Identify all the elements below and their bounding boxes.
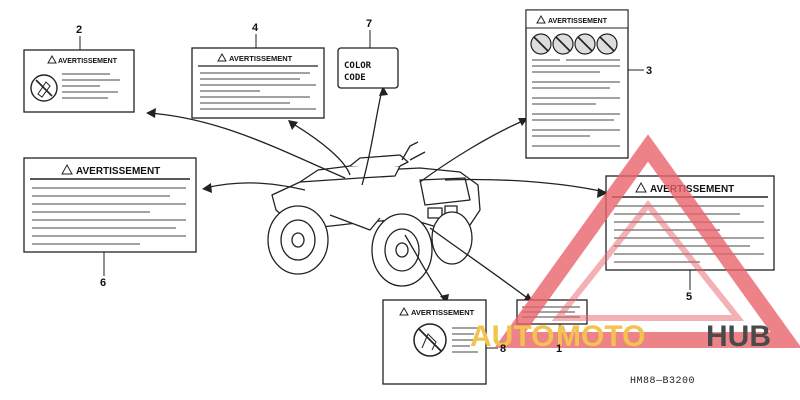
callout-5: 5 <box>686 291 692 303</box>
color-code-label-7[interactable]: COLOR CODE <box>337 47 399 89</box>
callout-3: 3 <box>646 65 652 77</box>
label-5-title: AVERTISSEMENT <box>650 184 734 195</box>
warning-label-4[interactable]: AVERTISSEMENT <box>191 47 325 119</box>
label-6-title: AVERTISSEMENT <box>76 166 160 177</box>
callout-1: 1 <box>556 343 562 355</box>
warning-label-6[interactable]: AVERTISSEMENT <box>23 157 197 253</box>
color-code-line1: COLOR <box>344 61 372 71</box>
callout-4: 4 <box>252 22 259 34</box>
callout-6: 6 <box>100 277 106 289</box>
label-2-title: AVERTISSEMENT <box>58 58 118 65</box>
pictogram-row <box>530 33 618 55</box>
warning-label-3[interactable]: AVERTISSEMENT <box>525 9 629 159</box>
callout-numbers: 2 4 7 3 6 5 8 1 <box>76 18 692 355</box>
watermark-auto: AUTO <box>470 320 554 353</box>
label-4-title: AVERTISSEMENT <box>229 54 293 63</box>
part-code: HM88—В3200 <box>630 376 695 387</box>
watermark-moto: MOTO <box>556 320 645 353</box>
label-8-title: AVERTISSEMENT <box>411 308 475 317</box>
atv-illustration <box>267 141 481 287</box>
watermark-hub: HUB <box>706 320 771 353</box>
label-3-title: AVERTISSEMENT <box>548 18 608 25</box>
leader-lines <box>147 89 613 301</box>
automotohub-watermark: AUTO MOTO HUB <box>470 134 800 353</box>
callout-8: 8 <box>500 343 506 355</box>
warning-label-2[interactable]: AVERTISSEMENT <box>23 49 135 113</box>
warning-label-8[interactable]: AVERTISSEMENT <box>382 299 487 385</box>
callout-7: 7 <box>366 18 372 30</box>
callout-2: 2 <box>76 24 82 36</box>
color-code-line2: CODE <box>344 73 366 83</box>
